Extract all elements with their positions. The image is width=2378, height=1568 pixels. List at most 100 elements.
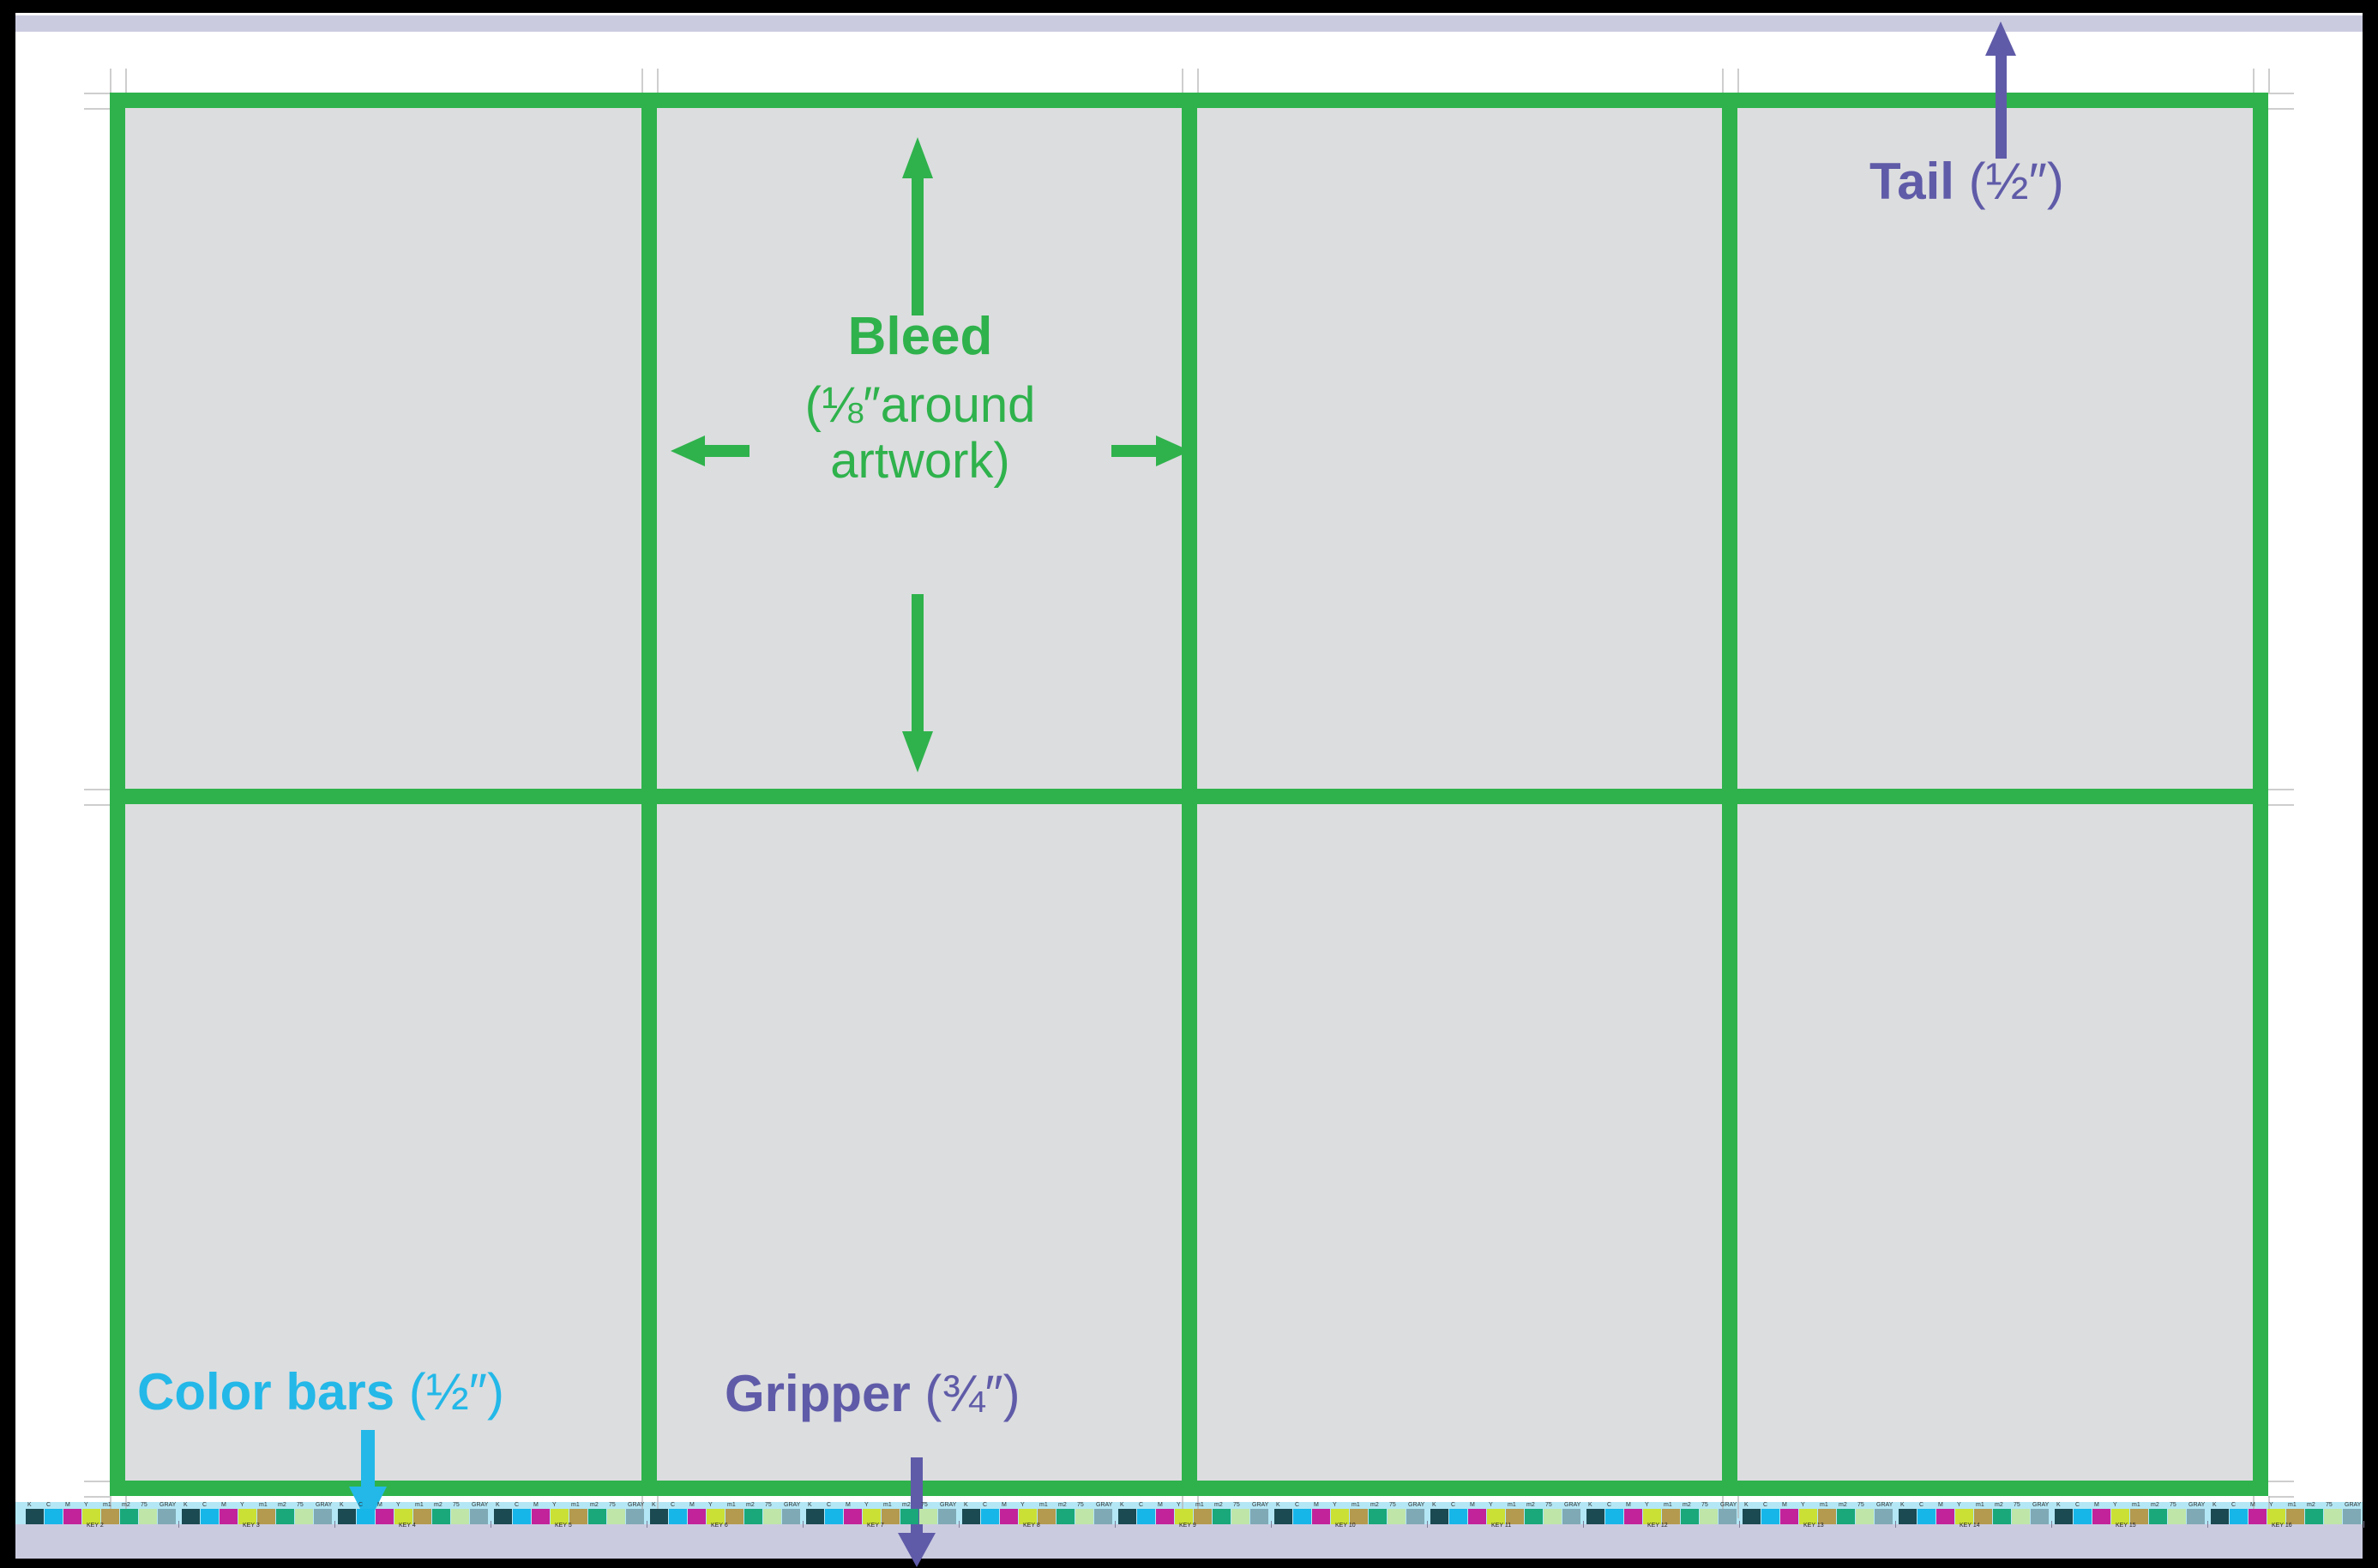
color-patch <box>1175 1509 1193 1524</box>
color-patch <box>551 1509 569 1524</box>
color-patch-label: GRAY <box>1564 1502 1581 1508</box>
color-patch <box>2249 1509 2267 1524</box>
color-patch-label: m2 <box>278 1502 286 1508</box>
color-patch-label: m1 <box>1352 1502 1360 1508</box>
panel-r2c4 <box>1737 804 2253 1481</box>
color-patch-label: K <box>496 1502 500 1508</box>
color-patch <box>2012 1509 2030 1524</box>
imposition-grid <box>110 93 2268 1496</box>
color-patch <box>220 1509 238 1524</box>
color-patch-label: C <box>671 1502 676 1508</box>
color-patch <box>1430 1509 1448 1524</box>
sheet-gripper-margin-bar <box>15 1524 2363 1559</box>
color-patch-label: K <box>27 1502 32 1508</box>
color-patch-label: m2 <box>1839 1502 1847 1508</box>
panel-r2c3 <box>1197 804 1722 1481</box>
color-patch-label: m1 <box>259 1502 268 1508</box>
color-bar-key-label: KEY 5 <box>555 1523 572 1529</box>
color-patch-label: C <box>358 1502 364 1508</box>
color-patch-label: M <box>533 1502 539 1508</box>
color-patch-label: m1 <box>2132 1502 2140 1508</box>
color-patch <box>1137 1509 1155 1524</box>
color-patch-label: M <box>1782 1502 1787 1508</box>
color-patch <box>900 1509 918 1524</box>
panel-r1c1 <box>125 108 641 789</box>
color-patch-label: K <box>1120 1502 1124 1508</box>
color-patch <box>1350 1509 1368 1524</box>
color-patch-label: GRAY <box>1876 1502 1893 1508</box>
gripper-callout-text: Gripper (¾″) <box>725 1365 1020 1422</box>
color-patch <box>357 1509 375 1524</box>
color-patch <box>1274 1509 1292 1524</box>
color-bars-label: Color bars <box>137 1363 395 1421</box>
color-patch <box>1231 1509 1249 1524</box>
color-patch <box>257 1509 275 1524</box>
color-patch <box>158 1509 176 1524</box>
color-patch-label: m1 <box>727 1502 736 1508</box>
color-bar-tick <box>1427 1521 1428 1528</box>
color-patch-label: GRAY <box>2188 1502 2206 1508</box>
color-patch-label: 75 <box>141 1502 147 1508</box>
color-patch <box>2130 1509 2148 1524</box>
bleed-arrow-left <box>671 436 750 466</box>
color-patch-label: m1 <box>1039 1502 1048 1508</box>
color-patch <box>962 1509 980 1524</box>
color-patch-label: K <box>1588 1502 1592 1508</box>
color-patch-label: m2 <box>1370 1502 1379 1508</box>
color-patch <box>1899 1509 1917 1524</box>
color-patch <box>451 1509 469 1524</box>
color-bar-tick <box>334 1521 335 1528</box>
color-patch <box>1936 1509 1954 1524</box>
color-patch <box>669 1509 687 1524</box>
color-patch <box>607 1509 625 1524</box>
color-patch-label: Y <box>1177 1502 1181 1508</box>
color-patch <box>2305 1509 2323 1524</box>
bleed-arrow-right <box>1111 436 1190 466</box>
color-patch <box>1000 1509 1018 1524</box>
color-patch-label: M <box>1938 1502 1943 1508</box>
color-patch-label: M <box>1470 1502 1475 1508</box>
color-patch-label: 75 <box>2170 1502 2176 1508</box>
color-patch-label: 75 <box>1389 1502 1396 1508</box>
color-patch <box>276 1509 294 1524</box>
color-patch <box>1544 1509 1562 1524</box>
color-bar-tick <box>1115 1521 1116 1528</box>
tail-arrow-up <box>1985 21 2016 159</box>
color-patch-label: Y <box>84 1502 88 1508</box>
color-patch <box>744 1509 762 1524</box>
color-bar-key-label: KEY 11 <box>1491 1523 1512 1529</box>
color-patch-label: GRAY <box>160 1502 177 1508</box>
color-patch-label: C <box>827 1502 832 1508</box>
color-patch-label: GRAY <box>1096 1502 1113 1508</box>
color-bar-key-label: KEY 10 <box>1335 1523 1356 1529</box>
color-patch <box>588 1509 606 1524</box>
color-patch <box>314 1509 332 1524</box>
color-patch <box>2111 1509 2129 1524</box>
color-patch <box>1605 1509 1623 1524</box>
color-patch-label: K <box>1276 1502 1280 1508</box>
bleed-label: Bleed <box>847 307 993 366</box>
color-patch-label: K <box>2056 1502 2061 1508</box>
color-patch-label: Y <box>1020 1502 1025 1508</box>
color-patch-label: Y <box>864 1502 869 1508</box>
panel-r2c2 <box>657 804 1182 1481</box>
color-patch <box>1875 1509 1893 1524</box>
color-patch <box>688 1509 706 1524</box>
color-patch <box>1019 1509 1037 1524</box>
color-patch-label: Y <box>1801 1502 1805 1508</box>
color-patch-label: C <box>202 1502 208 1508</box>
color-patch-label: 75 <box>1233 1502 1240 1508</box>
color-patch <box>1700 1509 1718 1524</box>
color-patch <box>376 1509 394 1524</box>
color-patch-label: C <box>1295 1502 1300 1508</box>
color-patch <box>338 1509 356 1524</box>
color-patch-label: Y <box>396 1502 400 1508</box>
color-patch-label: K <box>2212 1502 2217 1508</box>
color-patch <box>2267 1509 2285 1524</box>
color-patch-label: Y <box>1957 1502 1961 1508</box>
color-patch <box>26 1509 44 1524</box>
color-patch-label: 75 <box>1857 1502 1864 1508</box>
color-patch-label: m2 <box>122 1502 130 1508</box>
color-patch <box>1917 1509 1936 1524</box>
color-patch-label: 75 <box>297 1502 304 1508</box>
